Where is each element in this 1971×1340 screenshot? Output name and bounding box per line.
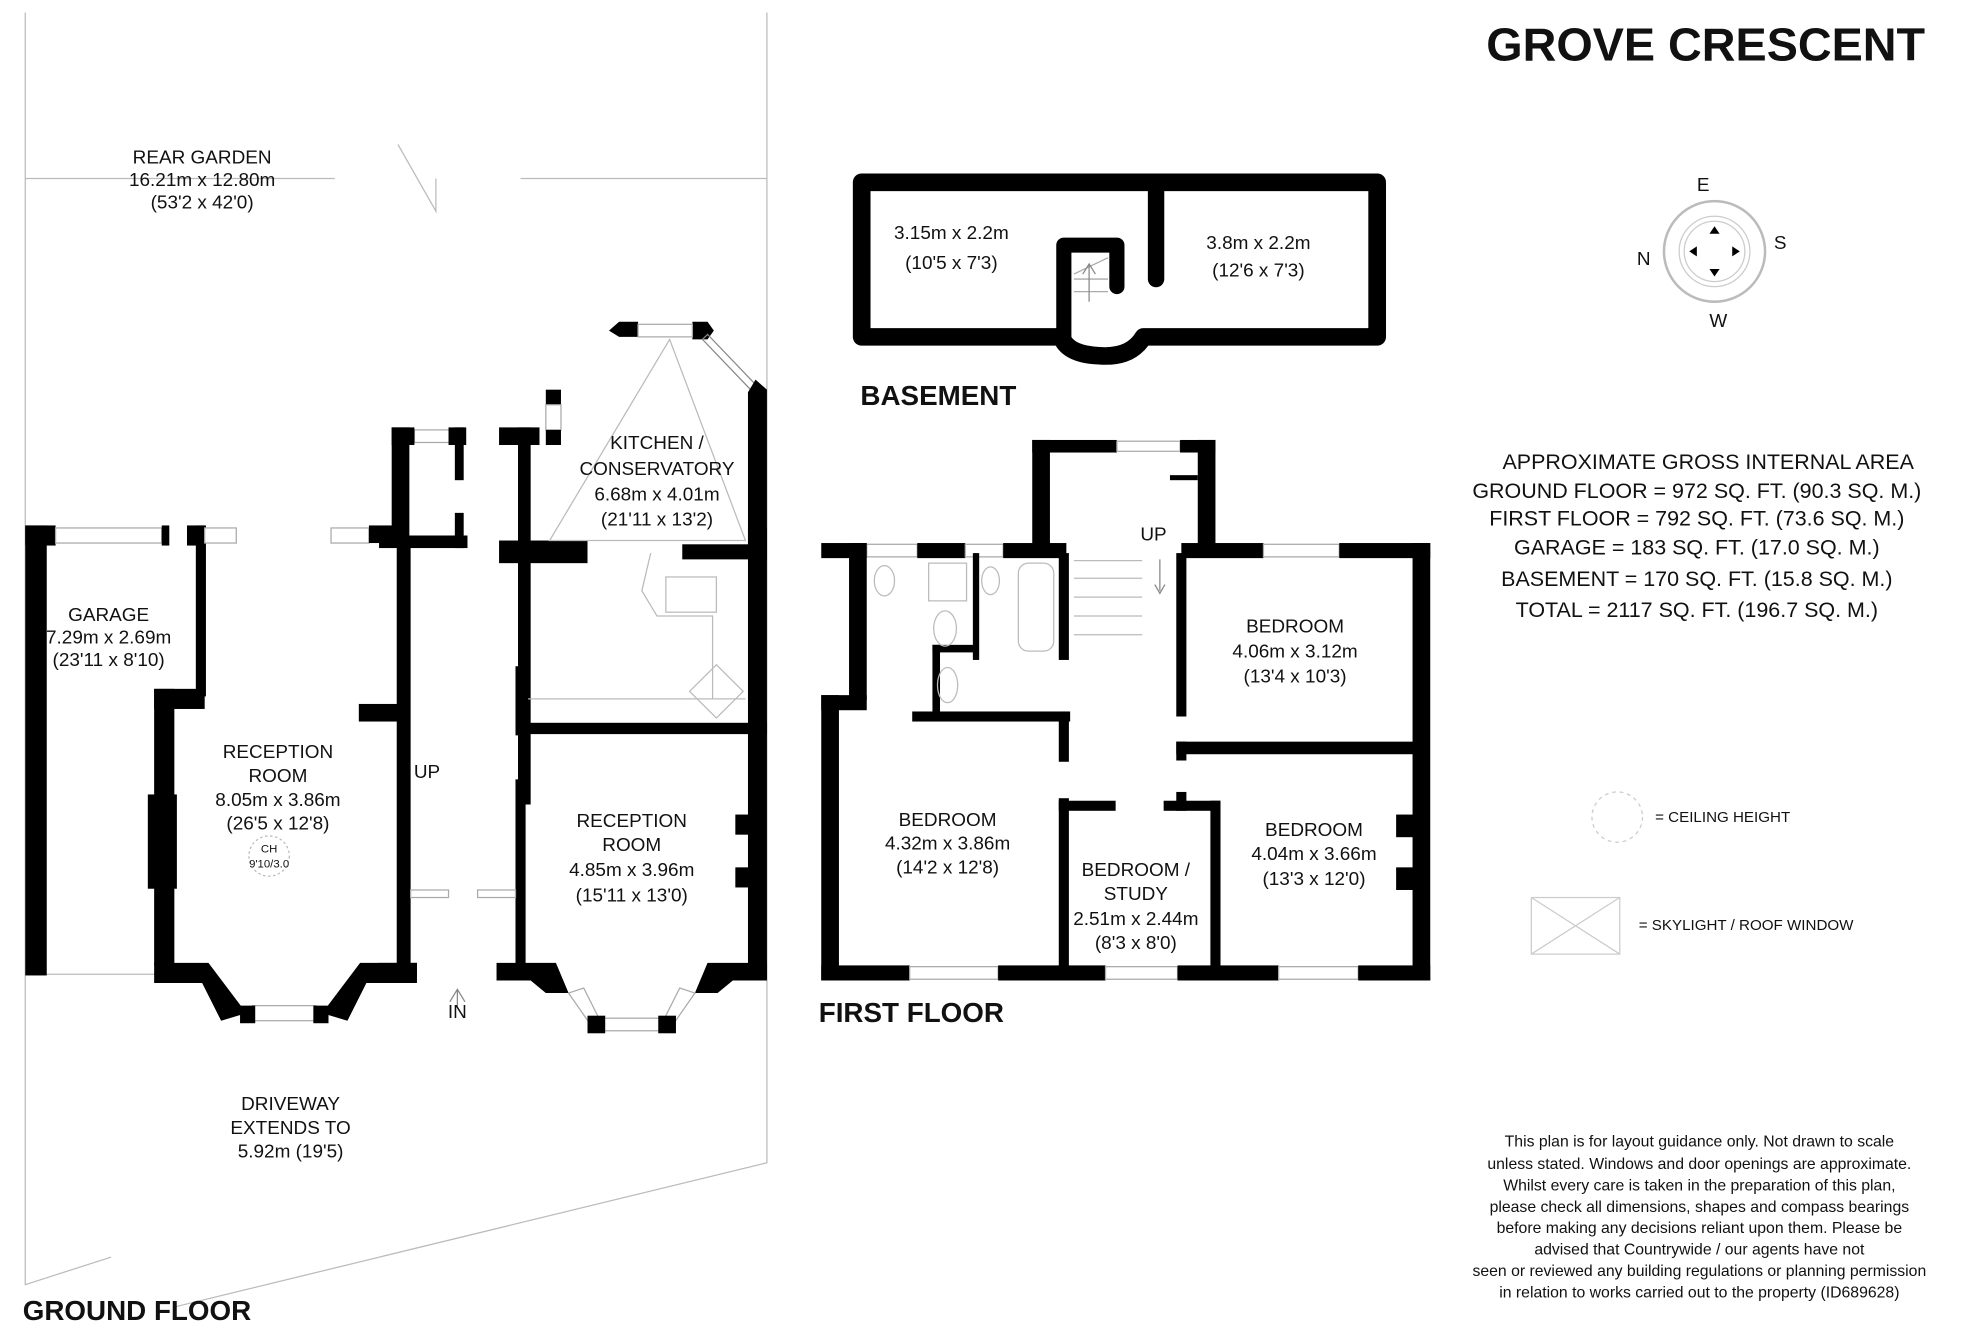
svg-text:(12'6 x 7'3): (12'6 x 7'3) bbox=[1212, 261, 1305, 282]
svg-text:in relation to works carried o: in relation to works carried out to the … bbox=[1499, 1284, 1899, 1301]
svg-text:BEDROOM: BEDROOM bbox=[1265, 820, 1363, 841]
svg-text:GROUND FLOOR = 972 SQ. FT. (90: GROUND FLOOR = 972 SQ. FT. (90.3 SQ. M.) bbox=[1472, 479, 1921, 503]
svg-text:4.06m x 3.12m: 4.06m x 3.12m bbox=[1232, 641, 1357, 662]
svg-text:seen or reviewed any building: seen or reviewed any building regulation… bbox=[1472, 1263, 1926, 1280]
svg-text:(15'11 x 13'0): (15'11 x 13'0) bbox=[576, 885, 688, 906]
svg-text:FIRST FLOOR = 792 SQ. FT. (73: FIRST FLOOR = 792 SQ. FT. (73.6 SQ. M.) bbox=[1489, 506, 1904, 530]
compass-icon: E S W N bbox=[1637, 175, 1787, 332]
entrance: IN bbox=[448, 988, 467, 1023]
svg-text:please check all dimensions, s: please check all dimensions, shapes and … bbox=[1490, 1199, 1910, 1216]
stairs-up-label: UP bbox=[414, 762, 440, 783]
basement-title: BASEMENT bbox=[860, 380, 1016, 411]
kitchen-fittings bbox=[528, 337, 747, 719]
svg-text:W: W bbox=[1709, 311, 1727, 332]
rear-garden-label: REAR GARDEN 16.21m x 12.80m (53'2 x 42'0… bbox=[129, 147, 275, 213]
bedroom-study-label: BEDROOM / STUDY 2.51m x 2.44m (8'3 x 8'0… bbox=[1073, 860, 1198, 954]
svg-text:BEDROOM: BEDROOM bbox=[1246, 616, 1344, 637]
svg-text:5.92m (19'5): 5.92m (19'5) bbox=[238, 1142, 344, 1163]
ground-floor-title: GROUND FLOOR bbox=[23, 1295, 251, 1326]
svg-text:TOTAL = 2117 SQ. FT. (196.7 S: TOTAL = 2117 SQ. FT. (196.7 SQ. M.) bbox=[1516, 598, 1878, 622]
svg-text:2.51m x 2.44m: 2.51m x 2.44m bbox=[1073, 909, 1198, 930]
entrance-arrow-icon bbox=[449, 988, 466, 1009]
svg-text:(21'11 x 13'2): (21'11 x 13'2) bbox=[601, 509, 713, 530]
area-summary: APPROXIMATE GROSS INTERNAL AREA GROUND F… bbox=[1472, 450, 1921, 622]
first-floor-fittings bbox=[873, 559, 1166, 704]
svg-text:N: N bbox=[1637, 249, 1651, 270]
svg-text:EXTENDS TO: EXTENDS TO bbox=[230, 1118, 350, 1139]
svg-text:before making any decisions re: before making any decisions reliant upon… bbox=[1497, 1220, 1903, 1237]
svg-text:8.05m x 3.86m: 8.05m x 3.86m bbox=[215, 790, 340, 811]
svg-text:GARAGE: GARAGE bbox=[68, 605, 149, 626]
skylight-legend-icon bbox=[1530, 896, 1621, 955]
svg-text:9'10/3.0: 9'10/3.0 bbox=[249, 858, 289, 870]
svg-text:REAR GARDEN: REAR GARDEN bbox=[133, 147, 272, 168]
legend: = CEILING HEIGHT = SKYLIGHT / ROOF WINDO… bbox=[1530, 791, 1854, 955]
svg-text:KITCHEN /: KITCHEN / bbox=[610, 433, 704, 454]
basement-plan bbox=[852, 173, 1387, 365]
svg-text:(23'11 x 8'10): (23'11 x 8'10) bbox=[53, 650, 165, 671]
page-title: GROVE CRESCENT bbox=[1486, 18, 1925, 70]
svg-text:(13'4 x 10'3): (13'4 x 10'3) bbox=[1244, 667, 1347, 688]
ground-floor-walls bbox=[25, 321, 767, 1034]
svg-text:4.32m x 3.86m: 4.32m x 3.86m bbox=[885, 834, 1010, 855]
basement-room-2-label: 3.8m x 2.2m (12'6 x 7'3) bbox=[1206, 233, 1310, 282]
svg-text:4.04m x 3.66m: 4.04m x 3.66m bbox=[1251, 844, 1376, 865]
svg-text:(8'3 x 8'0): (8'3 x 8'0) bbox=[1095, 933, 1177, 954]
svg-text:DRIVEWAY: DRIVEWAY bbox=[241, 1094, 340, 1115]
bedroom-4-label: BEDROOM 4.04m x 3.66m (13'3 x 12'0) bbox=[1251, 820, 1376, 890]
garage-label: GARAGE 7.29m x 2.69m (23'11 x 8'10) bbox=[46, 605, 171, 671]
svg-text:= SKYLIGHT / ROOF WINDOW: = SKYLIGHT / ROOF WINDOW bbox=[1639, 917, 1854, 934]
svg-text:GARAGE = 183 SQ. FT. (17.0 SQ: GARAGE = 183 SQ. FT. (17.0 SQ. M.) bbox=[1514, 535, 1880, 559]
svg-text:RECEPTION: RECEPTION bbox=[576, 811, 686, 832]
svg-text:Whilst every care is taken in: Whilst every care is taken in the prepar… bbox=[1503, 1177, 1895, 1194]
first-floor-stairs-arrow-icon bbox=[1154, 559, 1166, 595]
svg-text:RECEPTION: RECEPTION bbox=[223, 742, 333, 763]
first-floor-walls bbox=[821, 439, 1431, 981]
first-floor-stairs-up-label: UP bbox=[1140, 525, 1166, 546]
ceiling-height-legend-icon bbox=[1591, 791, 1644, 843]
svg-text:= CEILING HEIGHT: = CEILING HEIGHT bbox=[1655, 809, 1790, 826]
svg-text:3.15m x 2.2m: 3.15m x 2.2m bbox=[894, 223, 1009, 244]
svg-text:advised that Countrywide / our: advised that Countrywide / our agents ha… bbox=[1534, 1242, 1865, 1259]
svg-text:ROOM: ROOM bbox=[602, 835, 661, 856]
bedroom-2-label: BEDROOM 4.32m x 3.86m (14'2 x 12'8) bbox=[885, 810, 1010, 879]
svg-text:(13'3 x 12'0): (13'3 x 12'0) bbox=[1262, 869, 1365, 890]
reception-room-2-label: RECEPTION ROOM 4.85m x 3.96m (15'11 x 13… bbox=[569, 811, 694, 906]
reception-room-1-label: RECEPTION ROOM 8.05m x 3.86m (26'5 x 12'… bbox=[215, 742, 341, 877]
svg-text:S: S bbox=[1774, 233, 1787, 254]
svg-text:APPROXIMATE GROSS INTERNAL ARE: APPROXIMATE GROSS INTERNAL AREA bbox=[1502, 450, 1914, 474]
ceiling-height-marker bbox=[248, 835, 290, 877]
svg-text:(26'5 x 12'8): (26'5 x 12'8) bbox=[226, 814, 329, 835]
basement-stairs-arrow-icon bbox=[1082, 262, 1096, 302]
svg-text:IN: IN bbox=[448, 1002, 467, 1023]
svg-text:(14'2 x 12'8): (14'2 x 12'8) bbox=[896, 858, 999, 879]
svg-text:BEDROOM /: BEDROOM / bbox=[1082, 860, 1191, 881]
disclaimer: This plan is for layout guidance only. N… bbox=[1472, 1133, 1926, 1301]
svg-text:BEDROOM: BEDROOM bbox=[899, 810, 997, 831]
svg-text:7.29m x 2.69m: 7.29m x 2.69m bbox=[46, 628, 171, 649]
svg-text:ROOM: ROOM bbox=[248, 766, 307, 787]
svg-text:(53'2 x 42'0): (53'2 x 42'0) bbox=[151, 193, 254, 214]
svg-text:3.8m x 2.2m: 3.8m x 2.2m bbox=[1206, 233, 1310, 254]
driveway-label: DRIVEWAY EXTENDS TO 5.92m (19'5) bbox=[230, 1094, 350, 1163]
svg-text:CH: CH bbox=[261, 843, 277, 855]
svg-text:BASEMENT = 170 SQ. FT. (15.8: BASEMENT = 170 SQ. FT. (15.8 SQ. M.) bbox=[1501, 567, 1892, 591]
bedroom-1-label: BEDROOM 4.06m x 3.12m (13'4 x 10'3) bbox=[1232, 616, 1357, 687]
first-floor-title: FIRST FLOOR bbox=[819, 997, 1004, 1028]
svg-text:16.21m x 12.80m: 16.21m x 12.80m bbox=[129, 170, 275, 191]
kitchen-conservatory-label: KITCHEN / CONSERVATORY 6.68m x 4.01m (21… bbox=[579, 433, 734, 531]
svg-text:E: E bbox=[1697, 175, 1710, 196]
svg-text:STUDY: STUDY bbox=[1104, 884, 1169, 905]
svg-text:unless stated. Windows and doo: unless stated. Windows and door openings… bbox=[1487, 1156, 1911, 1173]
svg-text:This plan is for layout guidan: This plan is for layout guidance only. N… bbox=[1505, 1133, 1895, 1150]
svg-text:(10'5 x 7'3): (10'5 x 7'3) bbox=[905, 253, 998, 274]
svg-text:6.68m x 4.01m: 6.68m x 4.01m bbox=[594, 484, 719, 505]
svg-text:4.85m x 3.96m: 4.85m x 3.96m bbox=[569, 860, 694, 881]
svg-text:CONSERVATORY: CONSERVATORY bbox=[579, 459, 734, 480]
basement-room-1-label: 3.15m x 2.2m (10'5 x 7'3) bbox=[894, 223, 1009, 274]
